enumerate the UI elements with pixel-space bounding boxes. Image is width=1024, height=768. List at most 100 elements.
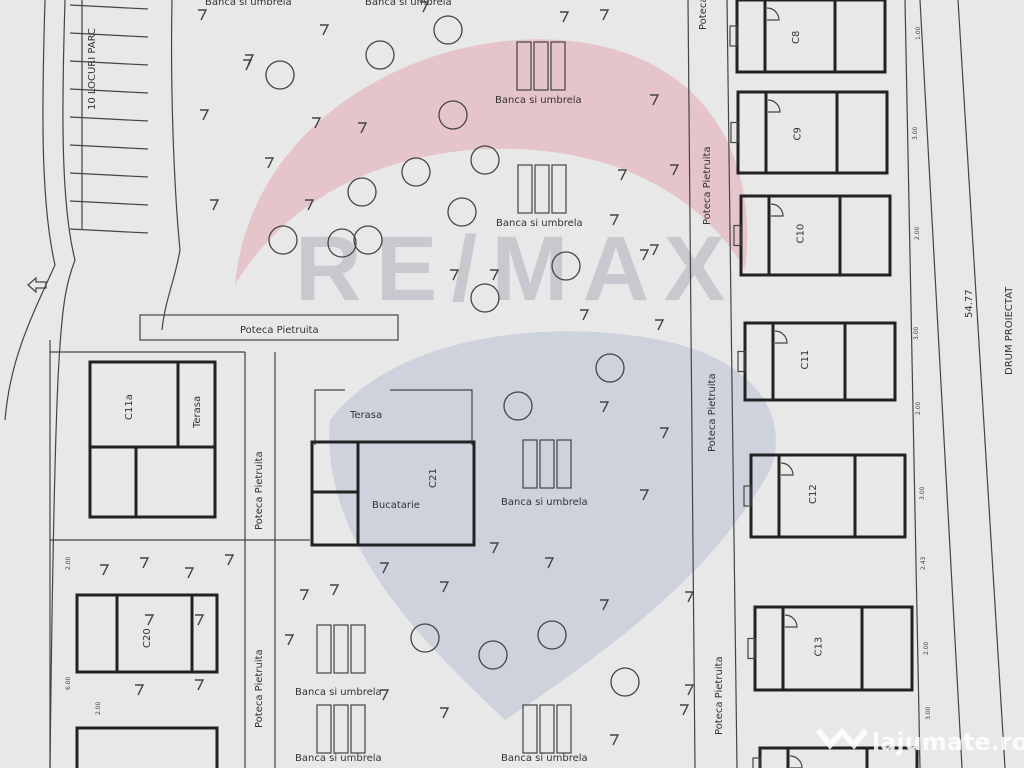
lajumate-logo-icon bbox=[815, 727, 869, 750]
grass-icon bbox=[650, 244, 660, 256]
tree-icon bbox=[347, 177, 377, 207]
dimension-label: 2.00 bbox=[914, 226, 921, 240]
dimension-label: 2.00 bbox=[915, 401, 922, 415]
tree-icon bbox=[470, 145, 500, 175]
grass-icon bbox=[610, 214, 620, 226]
grass-icon bbox=[195, 679, 205, 691]
parking-stall-line bbox=[69, 200, 149, 206]
bench-label: Banca si umbrela bbox=[205, 0, 292, 8]
building-c21-label: C21 bbox=[428, 468, 439, 488]
grass-icon bbox=[245, 54, 255, 66]
building-c13-label: C13 bbox=[814, 637, 825, 657]
parking-stall-line bbox=[69, 116, 149, 122]
grass-icon bbox=[198, 9, 208, 21]
door-swing-icon bbox=[789, 755, 803, 768]
grass-icon bbox=[560, 11, 570, 23]
dimension-label: 2.00 bbox=[95, 701, 102, 715]
road-length: 54.77 bbox=[964, 289, 975, 318]
grass-icon bbox=[670, 164, 680, 176]
path-label-left-2: Poteca Pietruita bbox=[254, 649, 265, 728]
remax-watermark-text: RE/MAX bbox=[295, 218, 725, 320]
building-c20-label: C20 bbox=[142, 628, 153, 648]
grass-icon bbox=[265, 157, 275, 169]
tree-icon bbox=[353, 225, 383, 255]
building-c8-label: C8 bbox=[791, 31, 802, 44]
grass-icon bbox=[545, 557, 555, 569]
grass-icon bbox=[135, 684, 145, 696]
stone-path-top bbox=[139, 314, 399, 341]
bench-label: Banca si umbrela bbox=[295, 687, 382, 698]
bench-label: Banca si umbrela bbox=[501, 497, 588, 508]
grass-icon bbox=[358, 122, 368, 134]
tree-icon bbox=[470, 283, 500, 313]
dimension-label: 1.00 bbox=[915, 26, 922, 40]
bench-label: Banca si umbrela bbox=[501, 753, 588, 764]
bench-umbrella: Banca si umbrela bbox=[495, 41, 582, 106]
dimension-label: 3.00 bbox=[913, 326, 920, 340]
grass-icon bbox=[640, 249, 650, 261]
grass-icon bbox=[195, 614, 205, 626]
grass-icon bbox=[440, 581, 450, 593]
path-label-top: Poteca Pietruita bbox=[240, 325, 319, 336]
bench-umbrella: Banca si umbrela bbox=[501, 439, 588, 508]
tree-icon bbox=[433, 15, 463, 45]
grass-icon bbox=[320, 24, 330, 36]
grass-icon bbox=[100, 564, 110, 576]
tree-icon bbox=[478, 640, 508, 670]
bench-label: Banca si umbrela bbox=[496, 218, 583, 229]
dimension-label: 2.43 bbox=[920, 556, 927, 570]
tree-icon bbox=[447, 197, 477, 227]
grass-icon bbox=[610, 734, 620, 746]
grass-icon bbox=[640, 489, 650, 501]
building-c20: C20 bbox=[75, 593, 219, 768]
direction-arrow-icon bbox=[27, 276, 47, 294]
tree-icon bbox=[268, 225, 298, 255]
grass-icon bbox=[660, 427, 670, 439]
grass-icon bbox=[312, 117, 322, 129]
building-c10-label: C10 bbox=[796, 224, 807, 244]
tree-icon bbox=[327, 228, 357, 258]
tree-icon bbox=[551, 251, 581, 281]
parking-stall-line bbox=[69, 32, 149, 38]
grass-icon bbox=[330, 584, 340, 596]
door-swing-icon bbox=[766, 7, 780, 21]
grass-icon bbox=[618, 169, 628, 181]
grass-icon bbox=[490, 542, 500, 554]
parking-stall-line bbox=[69, 228, 149, 234]
dimension-label: 2.00 bbox=[65, 556, 72, 570]
tree-icon bbox=[265, 60, 295, 90]
tree-icon bbox=[410, 623, 440, 653]
door-swing-icon bbox=[767, 99, 781, 113]
grass-icon bbox=[210, 199, 220, 211]
tree-icon bbox=[365, 40, 395, 70]
lajumate-watermark: lajumate.ro bbox=[815, 727, 1024, 756]
tree-icon bbox=[438, 100, 468, 130]
door-swing-icon bbox=[780, 462, 794, 476]
grass-icon bbox=[285, 634, 295, 646]
dimension-label: 3.00 bbox=[912, 126, 919, 140]
dimension-label: 3.00 bbox=[925, 706, 932, 720]
dimension-label: 6.00 bbox=[65, 676, 72, 690]
path-label-right-2: Poteca Pietruita bbox=[702, 146, 713, 225]
building-c12: C12 bbox=[743, 453, 907, 539]
building-c11a: C11a Terasa bbox=[88, 360, 217, 519]
grass-icon bbox=[380, 562, 390, 574]
bench-umbrella: Banca si umbrela bbox=[501, 704, 588, 764]
grass-icon bbox=[490, 269, 500, 281]
parking-stall-line bbox=[69, 172, 149, 178]
bench-umbrella: Banca si umbrela bbox=[295, 624, 382, 698]
grass-icon bbox=[200, 109, 210, 121]
grass-icon bbox=[300, 589, 310, 601]
door-swing-icon bbox=[784, 614, 798, 628]
grass-icon bbox=[600, 9, 610, 21]
building-c12-label: C12 bbox=[808, 484, 819, 504]
remax-balloon-watermark: RE/MAX bbox=[235, 39, 776, 720]
grass-icon bbox=[600, 599, 610, 611]
grass-icon bbox=[655, 319, 665, 331]
parking-area bbox=[69, 0, 149, 234]
building-c21: Terasa C21 Bucatarie bbox=[310, 389, 476, 547]
parking-stall-line bbox=[69, 60, 149, 66]
grass-icon bbox=[145, 614, 155, 626]
grass-icon bbox=[440, 707, 450, 719]
building-c11a-terrace: Terasa bbox=[192, 396, 203, 429]
